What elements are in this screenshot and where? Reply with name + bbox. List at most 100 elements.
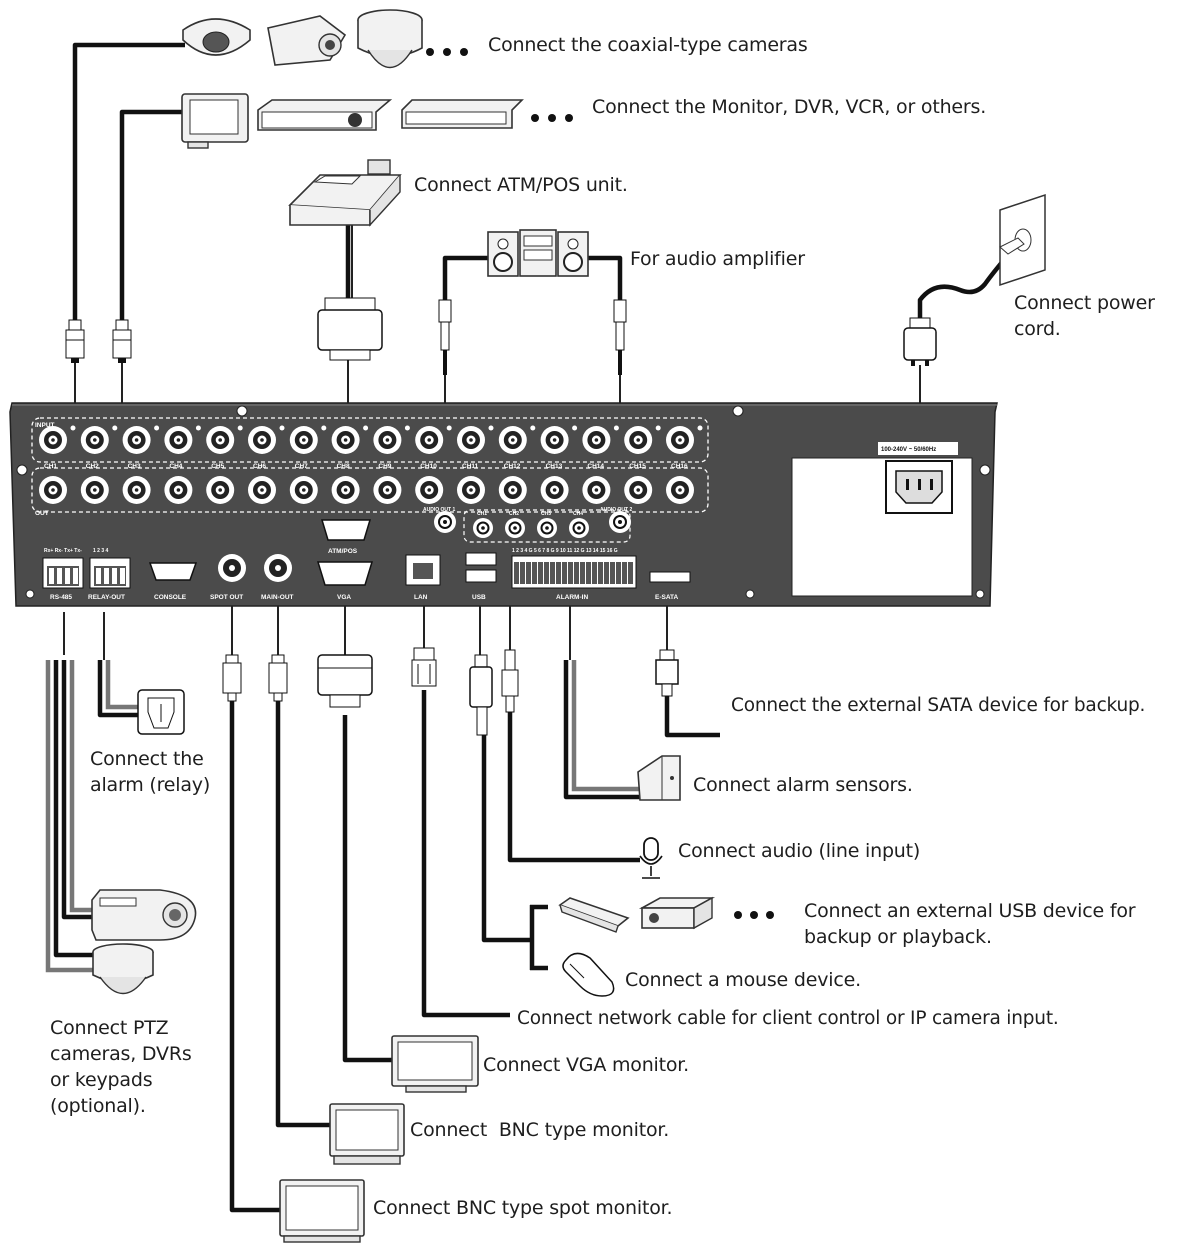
channel-label-11: CH11 xyxy=(462,463,479,470)
bnc-plug-spot xyxy=(222,654,242,702)
monitor-out-cable xyxy=(119,109,190,325)
mouse-icon xyxy=(562,952,615,997)
spot-out-label: SPOT OUT xyxy=(210,594,243,601)
channel-label-9: CH9 xyxy=(378,463,391,470)
audio-in-plug xyxy=(501,649,519,713)
more-dots-icon-1 xyxy=(426,48,468,56)
vga-port-label: VGA xyxy=(337,594,351,601)
console-label: CONSOLE xyxy=(154,594,187,601)
bnc-plug-main xyxy=(268,654,288,702)
vcr-unit-icon xyxy=(401,99,524,129)
esata-plug xyxy=(655,649,679,697)
callout-coaxial: Connect the coaxial-type cameras xyxy=(488,34,808,56)
vga-monitor-icon xyxy=(391,1035,479,1093)
power-plug xyxy=(903,317,937,366)
bnc-output-6 xyxy=(248,476,276,504)
channel-label-8: CH8 xyxy=(337,463,350,470)
bnc-input-16 xyxy=(666,426,694,454)
vga-monitor-cable xyxy=(342,715,392,1063)
dome-camera-icon xyxy=(182,18,251,56)
lan-plug xyxy=(411,647,437,687)
more-dots-icon-3 xyxy=(734,911,774,919)
more-dots-icon-2 xyxy=(531,114,573,122)
bnc-input-8 xyxy=(331,426,360,454)
power-rating-label: 100-240V ~ 50/60Hz xyxy=(881,447,936,453)
wall-outlet-icon xyxy=(999,193,1046,287)
spot-monitor-icon xyxy=(279,1179,365,1243)
channel-label-13: CH13 xyxy=(546,463,563,470)
spot-monitor-cable xyxy=(229,700,282,1213)
callout-vga-monitor: Connect VGA monitor. xyxy=(483,1054,689,1076)
callout-audio-amp: For audio amplifier xyxy=(630,248,805,270)
relay-cable xyxy=(97,660,140,718)
channel-label-10: CH10 xyxy=(420,463,437,470)
ptz-cable-gray xyxy=(45,660,95,973)
bnc-input-14 xyxy=(582,426,611,454)
callout-sata: Connect the external SATA device for bac… xyxy=(731,695,1146,716)
relay-out-label: RELAY-OUT xyxy=(88,594,125,601)
bnc-input-11 xyxy=(457,426,485,454)
audio-in-jack-3 xyxy=(537,518,557,538)
bnc-monitor-icon xyxy=(329,1103,405,1165)
channel-label-2: CH2 xyxy=(86,463,99,470)
audio-in-jack-2 xyxy=(505,518,525,538)
ptz-keypad-cable xyxy=(61,660,95,920)
channel-label-16: CH16 xyxy=(671,463,688,470)
dvr-rear-panel: 100-240V ~ 50/60Hz INPUT OUT xyxy=(9,402,998,607)
callout-spot-monitor: Connect BNC type spot monitor. xyxy=(373,1197,673,1219)
usb-cable xyxy=(481,735,530,943)
usb-port-label: USB xyxy=(472,594,486,601)
channel-label-14: CH14 xyxy=(587,463,604,470)
bnc-input-7 xyxy=(289,426,318,454)
channel-label-4: CH4 xyxy=(169,463,182,470)
pos-register-icon xyxy=(288,159,402,227)
callout-atm-pos: Connect ATM/POS unit. xyxy=(414,174,628,196)
audio-out-2-cable xyxy=(583,255,623,300)
channel-label-5: CH5 xyxy=(211,463,224,470)
cable-plugs xyxy=(65,297,937,736)
callout-bnc-monitor: Connect BNC type monitor. xyxy=(410,1119,670,1141)
vga-plug xyxy=(317,654,373,708)
input-label: INPUT xyxy=(35,422,55,429)
out-label: OUT xyxy=(35,510,49,517)
usb-stick-icon xyxy=(558,897,630,933)
audio-amplifier-icon xyxy=(487,229,589,277)
bnc-output-7 xyxy=(289,476,318,504)
callout-alarm-sensors: Connect alarm sensors. xyxy=(693,774,913,796)
esata-cable xyxy=(664,695,720,738)
bnc-output-2 xyxy=(80,476,109,504)
audio-in-cable xyxy=(507,712,640,863)
bnc-input-13 xyxy=(540,426,569,454)
bnc-output-16 xyxy=(666,476,694,504)
lan-port-label: LAN xyxy=(414,594,428,601)
bnc-output-5 xyxy=(206,476,235,504)
audio-in-label-4: CH4 xyxy=(573,511,583,517)
channel-label-15: CH15 xyxy=(629,463,646,470)
bnc-input-2 xyxy=(80,426,109,454)
atm-pos-plug xyxy=(317,297,383,361)
bnc-plug-output xyxy=(112,319,132,363)
bnc-output-1 xyxy=(39,476,67,504)
callout-power: Connect power cord. xyxy=(1014,292,1155,340)
audio-in-jack-1 xyxy=(473,518,493,538)
bnc-input-10 xyxy=(415,426,444,454)
audio-out-2-label: AUDIO OUT 2 xyxy=(600,507,632,513)
microphone-icon xyxy=(639,837,663,879)
box-camera-icon xyxy=(267,15,347,66)
bnc-output-3 xyxy=(122,476,151,504)
network-cable xyxy=(421,690,510,1018)
bnc-output-4 xyxy=(164,476,193,504)
rs485-pins-label: Rx+ Rx- Tx+ Tx- xyxy=(44,548,82,554)
callout-mouse: Connect a mouse device. xyxy=(625,969,861,991)
alarm-in-cable xyxy=(563,660,640,800)
bnc-input-6 xyxy=(248,426,276,454)
bnc-input-1 xyxy=(39,426,67,454)
audio-in-jack-4 xyxy=(569,518,589,538)
atm-pos-port-label: ATM/POS xyxy=(328,548,358,555)
relay-numbers-label: 1 2 3 4 xyxy=(93,548,109,554)
crt-monitor-icon xyxy=(181,93,249,149)
power-cable xyxy=(917,245,1017,320)
bnc-input-3 xyxy=(122,426,151,454)
callout-network: Connect network cable for client control… xyxy=(517,1008,1059,1029)
